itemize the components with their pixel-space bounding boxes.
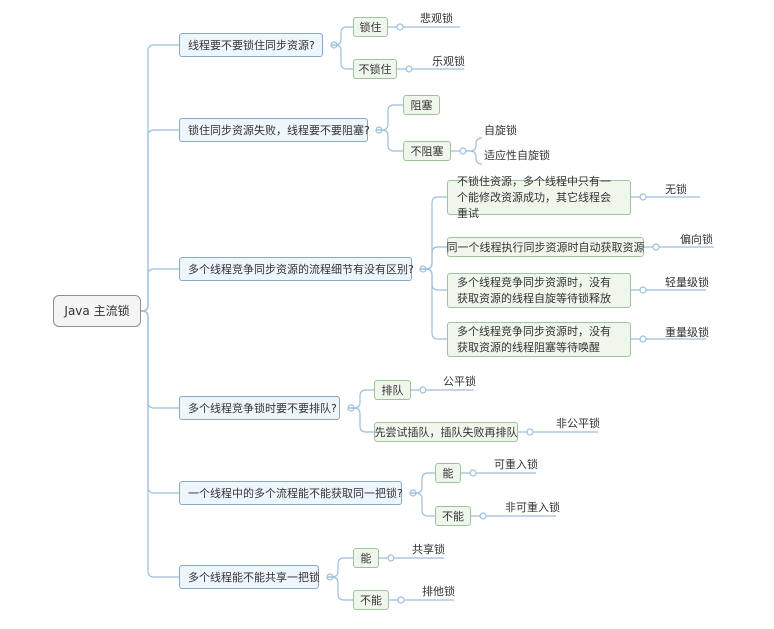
branch-question[interactable]: 多个线程竞争锁时要不要排队? xyxy=(179,396,340,420)
branch-answer[interactable]: 不能 xyxy=(435,506,471,526)
lock-type-leaf[interactable]: 偏向锁 xyxy=(680,233,713,246)
lock-type-leaf[interactable]: 非公平锁 xyxy=(556,417,600,430)
connector-dot xyxy=(479,512,487,520)
connector-line xyxy=(410,472,435,494)
branch-answer[interactable]: 先尝试插队，插队失败再排队 xyxy=(374,422,518,442)
lock-type-leaf[interactable]: 轻量级锁 xyxy=(665,276,709,289)
connector-dot xyxy=(526,428,534,436)
connector-line xyxy=(141,310,179,494)
branch-answer[interactable]: 多个线程竞争同步资源时，没有获取资源的线程自旋等待锁释放 xyxy=(447,273,631,308)
lock-type-leaf[interactable]: 可重入锁 xyxy=(494,458,538,471)
connector-dot xyxy=(639,286,647,294)
connector-line xyxy=(348,389,374,409)
lock-type-leaf[interactable]: 悲观锁 xyxy=(420,12,453,25)
lock-type-leaf[interactable]: 排他锁 xyxy=(422,585,455,598)
connector-dot xyxy=(652,243,660,251)
root-label: Java 主流锁 xyxy=(64,303,130,318)
connector-dot xyxy=(405,65,413,73)
lock-type-leaf[interactable]: 适应性自旋锁 xyxy=(484,149,550,162)
connector-dot xyxy=(639,193,647,201)
connector-line xyxy=(376,104,403,131)
lock-type-leaf[interactable]: 自旋锁 xyxy=(484,124,517,137)
connector-dot xyxy=(387,554,395,562)
connector-dot xyxy=(639,335,647,343)
branch-answer[interactable]: 不锁住 xyxy=(353,59,397,79)
connector-line xyxy=(331,26,353,46)
branch-answer[interactable]: 锁住 xyxy=(353,17,388,37)
connector-dot xyxy=(396,23,404,31)
branch-question[interactable]: 一个线程中的多个流程能不能获取同一把锁? xyxy=(179,481,403,505)
connector-line xyxy=(420,196,447,270)
connector-dot xyxy=(459,147,467,155)
branch-answer[interactable]: 同一个线程执行同步资源时自动获取资源 xyxy=(447,237,645,257)
connector-line xyxy=(141,310,179,578)
branch-answer[interactable]: 能 xyxy=(435,463,461,483)
branch-answer[interactable]: 阻塞 xyxy=(403,95,440,115)
branch-answer[interactable]: 不锁住资源，多个线程中只有一个能修改资源成功，其它线程会重试 xyxy=(447,175,631,220)
connector-line xyxy=(420,246,447,270)
lock-type-leaf[interactable]: 乐观锁 xyxy=(432,55,465,68)
connector-dot xyxy=(469,469,477,477)
lock-type-leaf[interactable]: 公平锁 xyxy=(443,375,476,388)
lock-type-leaf[interactable]: 重量级锁 xyxy=(665,326,709,339)
connector-dot xyxy=(419,386,427,394)
connector-line xyxy=(410,492,435,517)
connector-line xyxy=(141,268,179,312)
lock-type-leaf[interactable]: 非可重入锁 xyxy=(505,501,560,514)
branch-answer[interactable]: 能 xyxy=(353,548,379,568)
connector-line xyxy=(141,44,179,312)
connector-line xyxy=(141,129,179,312)
lock-type-leaf[interactable]: 共享锁 xyxy=(412,543,445,556)
branch-question[interactable]: 线程要不要锁住同步资源? xyxy=(179,33,323,57)
connector-line xyxy=(331,44,353,70)
branch-question[interactable]: 多个线程能不能共享一把锁 xyxy=(179,565,320,589)
branch-answer[interactable]: 排队 xyxy=(374,380,411,400)
connector-dot xyxy=(397,596,405,604)
connector-line xyxy=(141,310,179,409)
connector-line xyxy=(469,137,483,152)
connector-line xyxy=(469,150,483,165)
root-node[interactable]: Java 主流锁 xyxy=(53,295,141,327)
connector-line xyxy=(327,557,353,578)
connector-line xyxy=(348,407,374,433)
branch-answer[interactable]: 不阻塞 xyxy=(403,141,451,161)
branch-question[interactable]: 多个线程竞争同步资源的流程细节有没有区别? xyxy=(179,257,414,281)
connector-line xyxy=(376,129,403,152)
branch-answer[interactable]: 多个线程竞争同步资源时，没有获取资源的线程阻塞等待唤醒 xyxy=(447,322,631,357)
lock-type-leaf[interactable]: 无锁 xyxy=(665,183,687,196)
branch-answer[interactable]: 不能 xyxy=(353,590,389,610)
connector-line xyxy=(420,268,447,340)
connector-line xyxy=(327,576,353,601)
branch-question[interactable]: 锁住同步资源失败，线程要不要阻塞? xyxy=(179,118,370,142)
